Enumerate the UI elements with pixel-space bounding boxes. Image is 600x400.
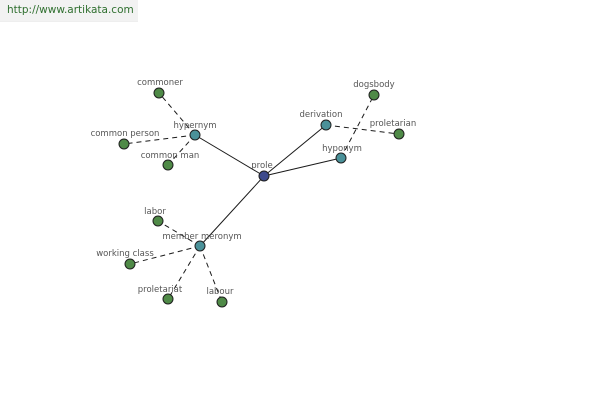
edge-layer	[123, 92, 400, 303]
node-labour[interactable]	[216, 296, 228, 308]
node-label-working-class: working class	[96, 249, 154, 259]
edge-prole-to-hyponym	[263, 157, 342, 177]
edge-member-meronym-to-proletariat	[167, 245, 201, 300]
artikata-url-link[interactable]: http://www.artikata.com	[7, 4, 134, 16]
node-label-dogsbody: dogsbody	[353, 80, 394, 90]
edge-derivation-to-proletarian	[325, 124, 400, 135]
edge-prole-to-member-meronym	[199, 175, 265, 247]
node-label-proletarian: proletarian	[370, 119, 417, 129]
node-label-member-meronym: member meronym	[162, 232, 241, 242]
node-commoner[interactable]	[153, 87, 165, 99]
node-label-commoner: commoner	[137, 78, 183, 88]
node-label-prole: prole	[251, 161, 273, 171]
edge-prole-to-derivation	[263, 124, 327, 177]
node-label-common-man: common man	[141, 151, 200, 161]
node-hyponym[interactable]	[335, 152, 347, 164]
node-proletariat[interactable]	[162, 293, 174, 305]
node-prole[interactable]	[258, 170, 270, 182]
edge-member-meronym-to-labor	[157, 220, 201, 247]
node-label-derivation: derivation	[299, 110, 342, 120]
node-hypernym[interactable]	[189, 129, 201, 141]
url-banner: http://www.artikata.com	[0, 0, 138, 22]
node-derivation[interactable]	[320, 119, 332, 131]
node-member-meronym[interactable]	[194, 240, 206, 252]
edge-hypernym-to-common-man	[167, 134, 196, 166]
node-working-class[interactable]	[124, 258, 136, 270]
node-label-labor: labor	[144, 207, 166, 217]
node-label-common-person: common person	[91, 129, 160, 139]
label-layer: prole hypernym derivation hyponym member mer…	[91, 78, 417, 297]
node-layer	[118, 87, 405, 308]
node-label-hypernym: hypernym	[173, 121, 216, 131]
edge-hyponym-to-dogsbody	[340, 94, 375, 159]
node-proletarian[interactable]	[393, 128, 405, 140]
node-labor[interactable]	[152, 215, 164, 227]
node-dogsbody[interactable]	[368, 89, 380, 101]
node-label-proletariat: proletariat	[138, 285, 183, 295]
node-label-hyponym: hyponym	[322, 144, 362, 154]
edge-member-meronym-to-working-class	[129, 245, 201, 265]
edge-hypernym-to-common-person	[123, 134, 196, 145]
node-label-labour: labour	[206, 287, 234, 297]
edge-hypernym-to-commoner	[158, 92, 196, 136]
edge-member-meronym-to-labour	[199, 245, 223, 303]
node-common-person[interactable]	[118, 138, 130, 150]
node-common-man[interactable]	[162, 159, 174, 171]
edge-prole-to-hypernym	[194, 134, 265, 177]
